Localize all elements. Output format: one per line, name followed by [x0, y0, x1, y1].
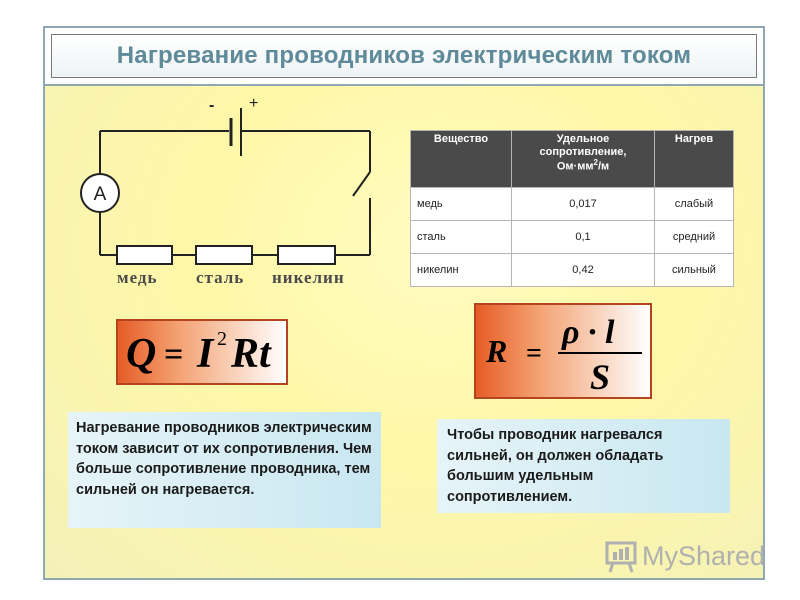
table-row: сталь 0,1 средний: [410, 220, 734, 254]
watermark-logo: MyShared: [604, 536, 765, 576]
formula-rt: Rt: [230, 331, 272, 377]
cell-heating: средний: [654, 220, 734, 254]
cell-resistivity: 0,42: [511, 253, 655, 287]
formula-r: R: [485, 333, 507, 369]
note-resistivity: Чтобы проводник нагревался сильней, он д…: [437, 419, 730, 513]
resistor-label-copper: медь: [117, 268, 158, 287]
resistor-nickeline: [277, 245, 336, 265]
joule-lenz-formula: Q = I 2 Rt: [116, 319, 288, 385]
cell-substance: никелин: [410, 253, 512, 287]
table-row: никелин 0,42 сильный: [410, 253, 734, 287]
resistor-steel: [195, 245, 253, 265]
note-heating-depends: Нагревание проводников электрическим ток…: [68, 412, 381, 528]
formula-equals: =: [164, 336, 183, 373]
formula-equals-2: =: [526, 338, 542, 369]
resistance-formula: R = ρ · l S: [474, 303, 652, 399]
formula-q: Q: [126, 331, 156, 377]
column-header-heating: Нагрев: [654, 130, 734, 188]
formula-numerator: ρ · l: [561, 314, 615, 351]
battery-minus-sign: -: [209, 97, 214, 114]
resistor-label-steel: сталь: [196, 268, 245, 287]
table-header-row: Вещество Удельное сопротивление, Ом·мм2/…: [410, 130, 734, 188]
ammeter-label: А: [94, 184, 107, 205]
cell-substance: медь: [410, 187, 512, 221]
resistor-label-nickeline: никелин: [272, 268, 345, 287]
resistor-copper: [116, 245, 173, 265]
cell-heating: слабый: [654, 187, 734, 221]
formula-denominator: S: [590, 357, 610, 397]
cell-resistivity: 0,1: [511, 220, 655, 254]
formula-i: I: [196, 331, 215, 377]
ammeter-icon: [80, 173, 120, 213]
title-bar: Нагревание проводников электрическим ток…: [43, 26, 765, 86]
watermark-text: MyShared: [642, 540, 766, 571]
cell-resistivity: 0,017: [511, 187, 655, 221]
presentation-board-icon: [605, 541, 637, 573]
table-row: медь 0,017 слабый: [410, 187, 734, 221]
resistivity-table: Вещество Удельное сопротивление, Ом·мм2/…: [410, 130, 734, 287]
slide-title: Нагревание проводников электрическим ток…: [116, 42, 692, 69]
column-header-substance: Вещество: [410, 130, 512, 188]
formula-exponent: 2: [217, 328, 227, 350]
switch-icon: [352, 171, 371, 197]
cell-heating: сильный: [654, 253, 734, 287]
battery-plus-sign: +: [249, 95, 258, 112]
cell-substance: сталь: [410, 220, 512, 254]
column-header-resistivity: Удельное сопротивление, Ом·мм2/м: [511, 130, 655, 188]
